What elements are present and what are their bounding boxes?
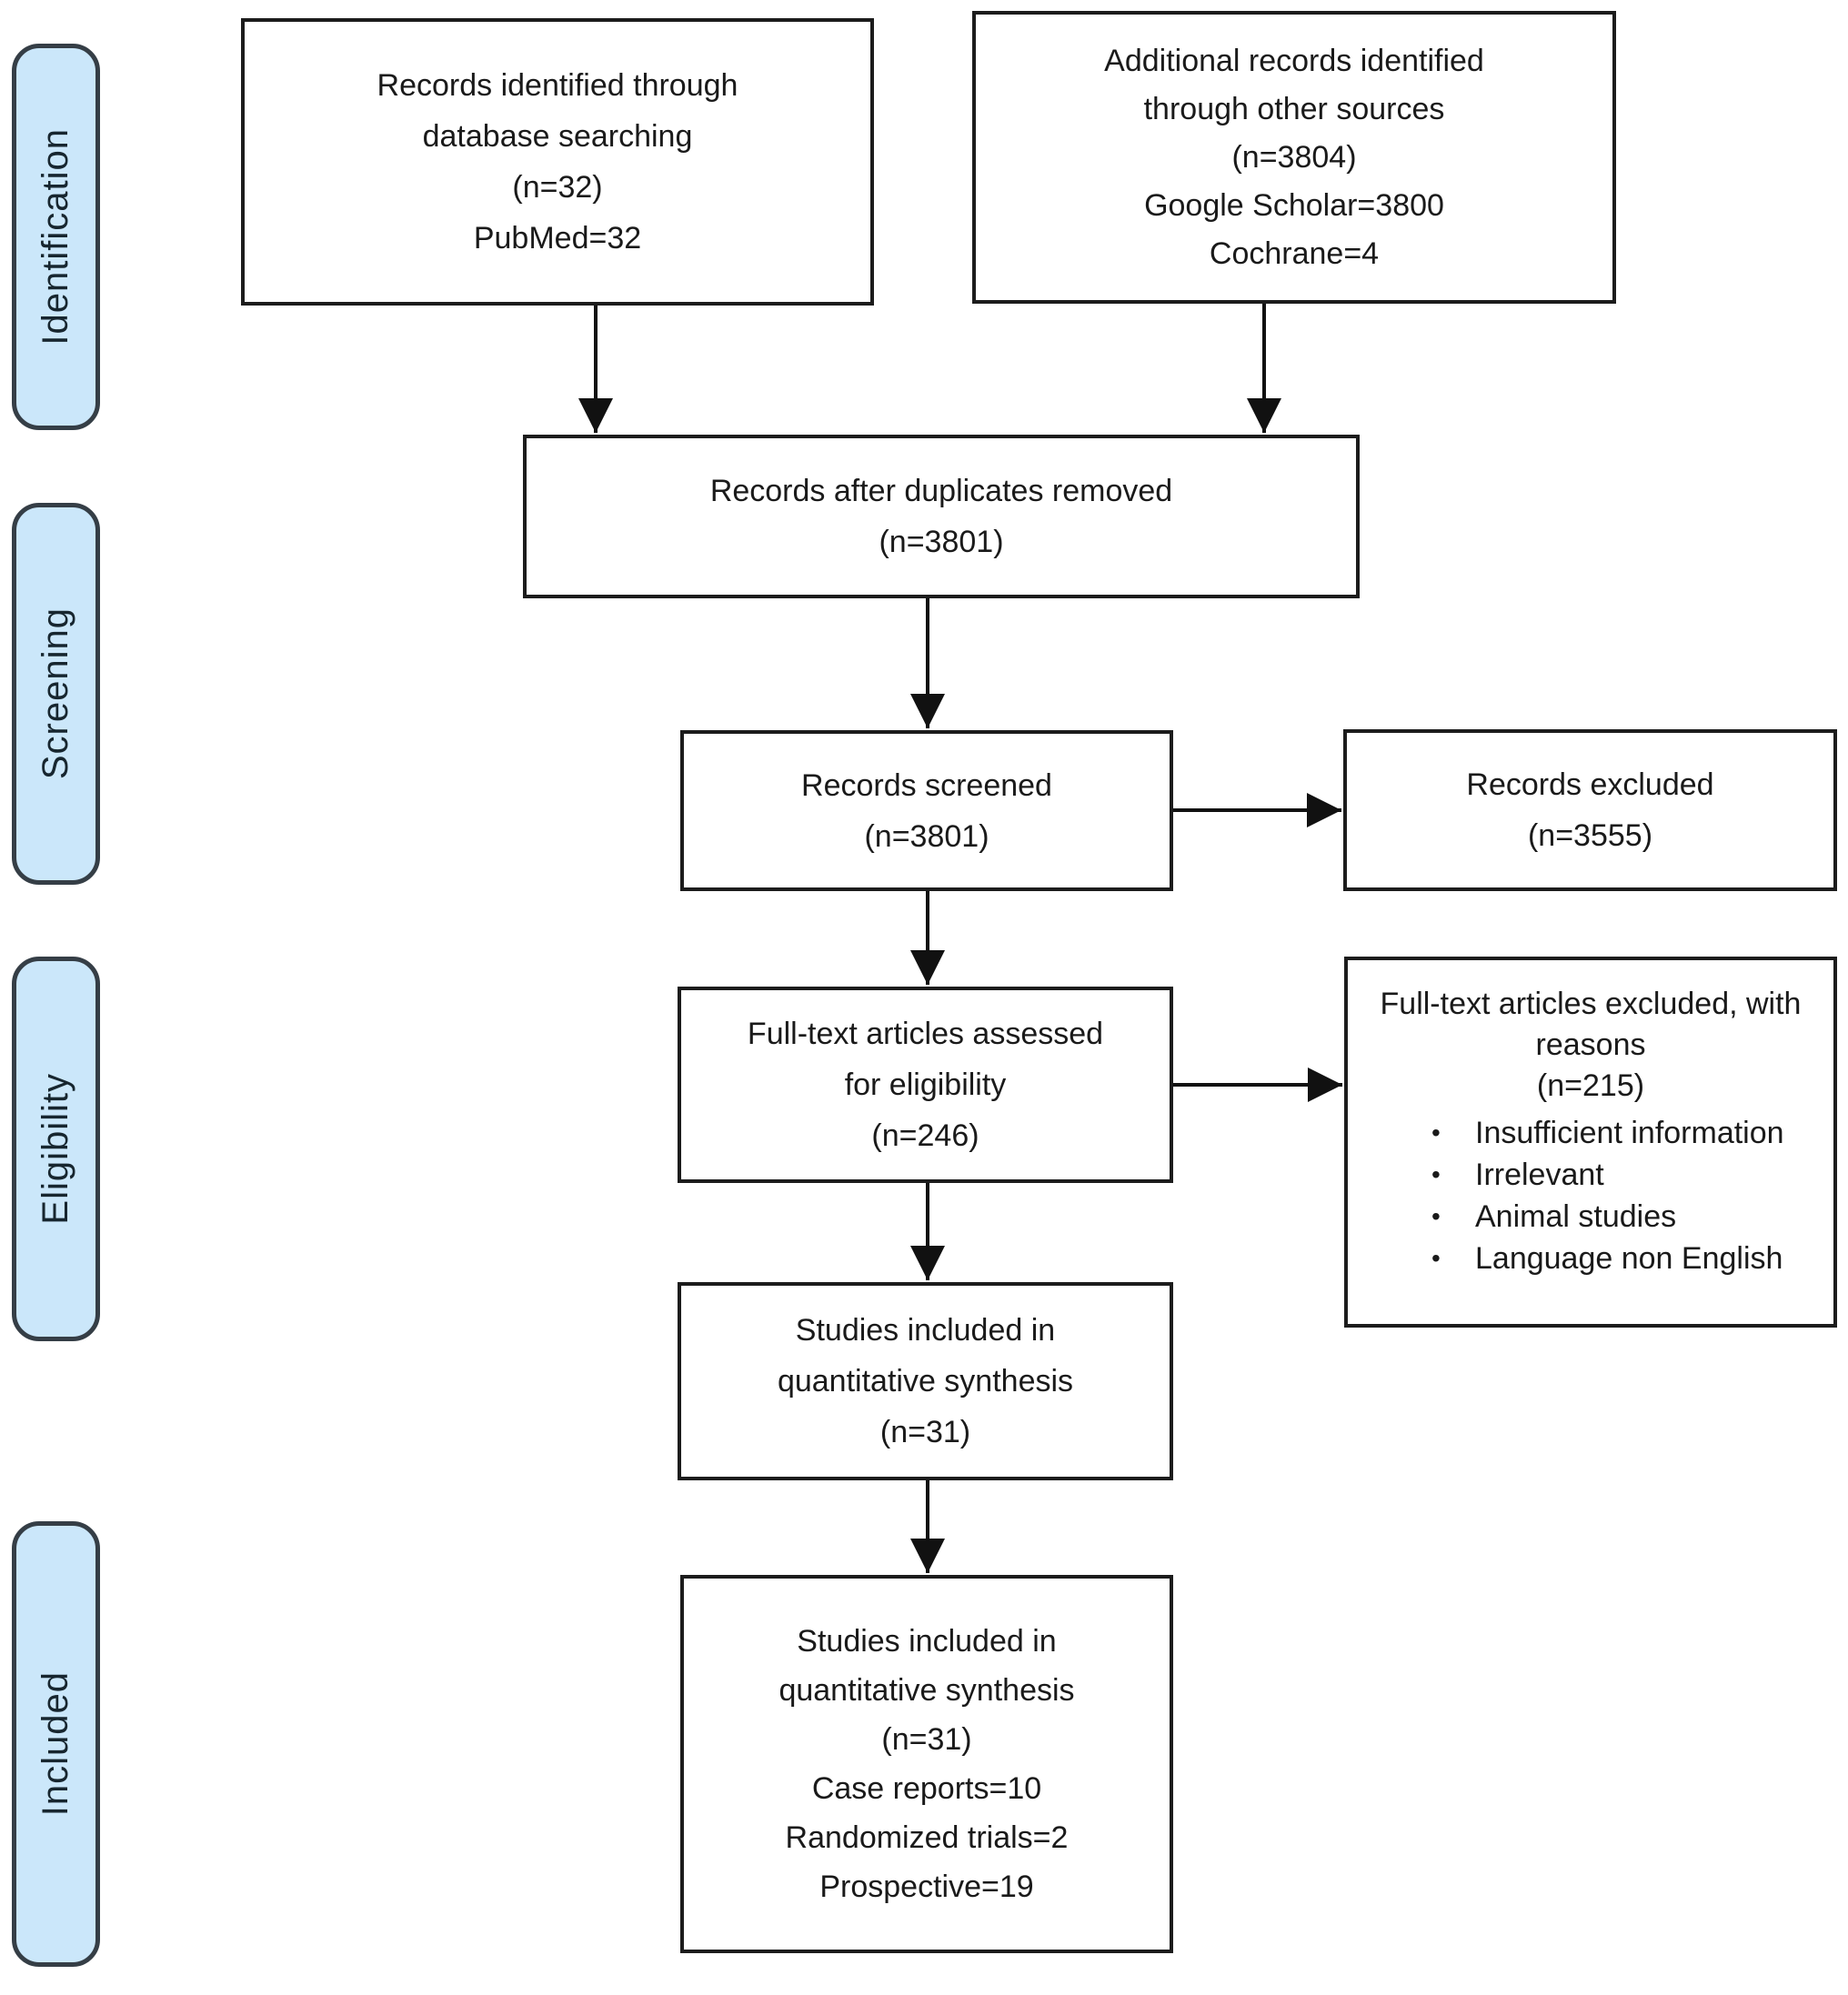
box-line: Records after duplicates removed bbox=[709, 474, 1173, 508]
stage-eligibility-label: Eligibility bbox=[35, 1073, 75, 1225]
exclusion-reason-list: Insufficient information Irrelevant Anim… bbox=[1348, 1112, 1833, 1279]
box-line: (n=215) bbox=[1536, 1068, 1645, 1103]
box-line: (n=31) bbox=[881, 1722, 972, 1757]
box-line: database searching bbox=[422, 119, 693, 154]
box-studies-included-detail: Studies included in quantitative synthes… bbox=[680, 1575, 1173, 1953]
stage-identification-label: Identification bbox=[35, 128, 75, 346]
stage-screening: Screening bbox=[12, 503, 100, 885]
box-line: for eligibility bbox=[844, 1068, 1007, 1102]
stage-identification: Identification bbox=[12, 44, 100, 430]
box-fulltext-assessed: Full-text articles assessed for eligibil… bbox=[678, 987, 1173, 1183]
box-line: Case reports=10 bbox=[811, 1771, 1042, 1806]
box-line: reasons bbox=[1535, 1028, 1646, 1062]
exclusion-reason-item: Animal studies bbox=[1431, 1196, 1833, 1238]
exclusion-reason-item: Language non English bbox=[1431, 1238, 1833, 1279]
box-line: Full-text articles excluded, with bbox=[1380, 987, 1802, 1021]
stage-included: Included bbox=[12, 1521, 100, 1967]
box-line: quantitative synthesis bbox=[777, 1364, 1074, 1399]
box-fulltext-excluded-reasons: Full-text articles excluded, with reason… bbox=[1344, 957, 1837, 1328]
exclusion-reason-item: Irrelevant bbox=[1431, 1154, 1833, 1196]
stage-included-label: Included bbox=[35, 1671, 75, 1817]
box-line: Google Scholar=3800 bbox=[1144, 187, 1444, 223]
box-line: Additional records identified bbox=[1104, 43, 1484, 78]
box-line: Records identified through bbox=[377, 68, 738, 103]
box-line: Prospective=19 bbox=[819, 1870, 1034, 1904]
box-line: Cochrane=4 bbox=[1209, 236, 1380, 271]
box-line: (n=32) bbox=[512, 170, 603, 205]
box-line: (n=3555) bbox=[1527, 818, 1653, 853]
box-line: Records excluded bbox=[1466, 767, 1714, 802]
box-records-after-duplicates-removed: Records after duplicates removed (n=3801… bbox=[523, 435, 1360, 598]
box-line: (n=3801) bbox=[879, 525, 1004, 559]
box-additional-records-other-sources: Additional records identified through ot… bbox=[972, 11, 1616, 304]
box-line: Records screened bbox=[801, 767, 1052, 803]
box-records-excluded: Records excluded (n=3555) bbox=[1343, 729, 1837, 891]
box-line: Full-text articles assessed bbox=[747, 1017, 1104, 1051]
box-records-identified-database: Records identified through database sear… bbox=[241, 18, 874, 306]
box-line: (n=31) bbox=[879, 1415, 971, 1449]
box-line: Studies included in bbox=[795, 1313, 1056, 1348]
box-line: quantitative synthesis bbox=[778, 1673, 1075, 1708]
box-line: (n=3804) bbox=[1231, 139, 1357, 175]
box-line: PubMed=32 bbox=[473, 221, 642, 256]
exclusion-reason-item: Insufficient information bbox=[1431, 1112, 1833, 1154]
stage-eligibility: Eligibility bbox=[12, 957, 100, 1341]
box-studies-included-quantitative: Studies included in quantitative synthes… bbox=[678, 1282, 1173, 1480]
box-line: (n=3801) bbox=[864, 818, 989, 854]
box-line: (n=246) bbox=[871, 1118, 979, 1153]
box-records-screened: Records screened (n=3801) bbox=[680, 730, 1173, 891]
box-line: Studies included in bbox=[797, 1624, 1057, 1659]
stage-screening-label: Screening bbox=[35, 607, 75, 780]
box-line: through other sources bbox=[1143, 91, 1445, 126]
box-line: Randomized trials=2 bbox=[785, 1820, 1069, 1855]
